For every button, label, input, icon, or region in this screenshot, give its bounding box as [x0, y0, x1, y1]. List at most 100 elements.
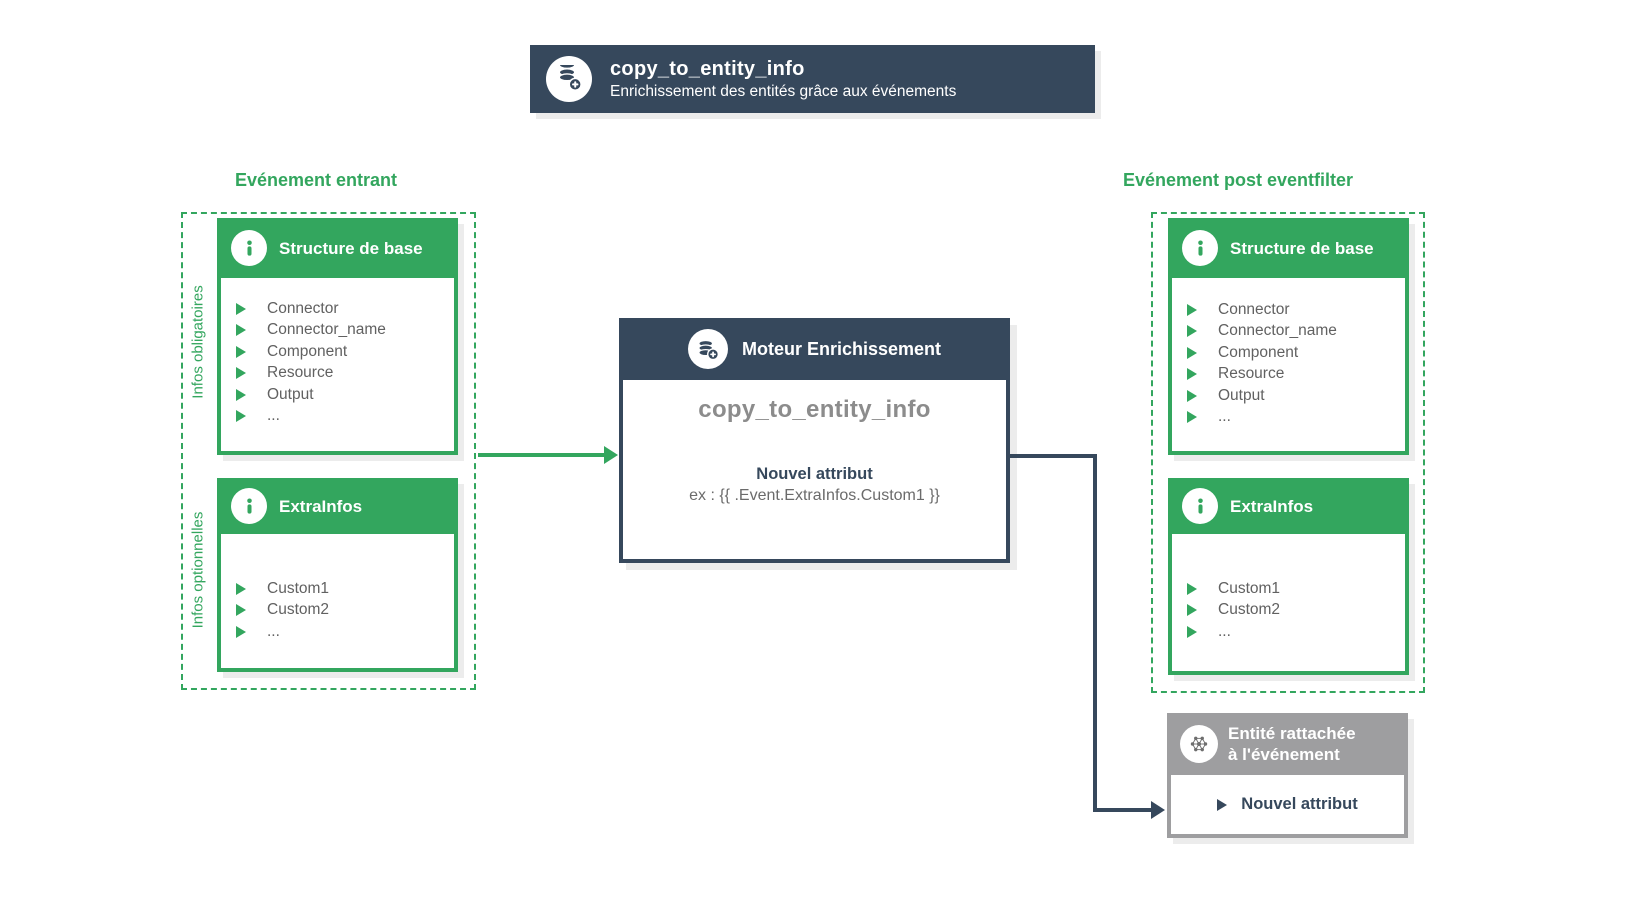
list-item-label: Connector — [267, 299, 339, 317]
arrow-engine-to-entity-seg1 — [1008, 454, 1097, 458]
list-item: Output — [1172, 385, 1405, 407]
info-icon — [231, 230, 267, 266]
side-label-optional: Infos optionnelles — [189, 511, 207, 629]
triangle-bullet-icon — [1187, 582, 1197, 595]
left-structure-card-title: Structure de base — [279, 238, 423, 258]
list-item: Connector_name — [1172, 321, 1405, 343]
left-structure-card-body: Connector Connector_name Component Resou… — [217, 278, 458, 455]
list-item: Resource — [1172, 364, 1405, 386]
right-extrainfos-card-body: Custom1 Custom2 ... — [1168, 534, 1409, 675]
list-item-label: Custom2 — [267, 601, 330, 619]
entity-box-title: Entité rattachée à l'événement — [1228, 723, 1356, 765]
right-extrainfos-card-title: ExtraInfos — [1230, 496, 1314, 516]
triangle-bullet-icon — [236, 582, 246, 595]
triangle-bullet-icon — [1187, 368, 1197, 381]
triangle-bullet-icon — [1187, 411, 1197, 424]
right-extrainfos-card-header: ExtraInfos — [1168, 478, 1409, 534]
list-item-label: Connector_name — [267, 321, 386, 339]
list-item-label: Output — [267, 385, 314, 403]
engine-card: Moteur Enrichissement copy_to_entity_inf… — [619, 318, 1010, 563]
right-panel-title: Evénement post eventfilter — [1122, 170, 1354, 190]
left-extrainfos-card-header: ExtraInfos — [217, 478, 458, 534]
graph-icon — [1180, 725, 1218, 763]
left-structure-card-header: Structure de base — [217, 218, 458, 278]
engine-attribute-label: Nouvel attribut — [756, 465, 873, 483]
entity-box-title-line1: Entité rattachée — [1228, 724, 1356, 743]
list-item: Connector — [1172, 299, 1405, 321]
left-structure-card: Structure de base Connector Connector_na… — [217, 218, 458, 455]
triangle-bullet-icon — [236, 302, 246, 315]
triangle-bullet-icon — [236, 345, 246, 358]
list-item: Component — [221, 341, 454, 363]
triangle-bullet-icon — [1217, 798, 1228, 811]
right-structure-card-header: Structure de base — [1168, 218, 1409, 278]
arrow-event-to-engine-line — [478, 453, 606, 457]
banner: copy_to_entity_info Enrichissement des e… — [530, 45, 1095, 113]
list-item-label: Component — [1218, 343, 1299, 361]
list-item-label: ... — [267, 622, 280, 640]
left-extrainfos-card: ExtraInfos Custom1 Custom2 ... — [217, 478, 458, 672]
list-item-label: ... — [267, 407, 280, 425]
engine-card-title: Moteur Enrichissement — [741, 338, 942, 359]
database-add-icon — [546, 56, 592, 102]
right-panel-dashed-container — [1151, 212, 1425, 693]
list-item: ... — [1172, 621, 1405, 643]
engine-attribute-example: ex : {{ .Event.ExtraInfos.Custom1 }} — [689, 487, 940, 504]
triangle-bullet-icon — [236, 410, 246, 423]
list-item: Custom2 — [1172, 600, 1405, 622]
entity-box-header: Entité rattachée à l'événement — [1167, 713, 1408, 775]
entity-box-body: Nouvel attribut — [1167, 775, 1408, 838]
right-structure-card: Structure de base Connector Connector_na… — [1168, 218, 1409, 455]
list-item: ... — [1172, 407, 1405, 429]
triangle-bullet-icon — [1187, 303, 1197, 316]
info-icon — [231, 488, 267, 524]
left-panel-dashed-container — [181, 212, 476, 690]
list-item-label: Output — [1218, 386, 1265, 404]
list-item-label: Custom1 — [1218, 579, 1281, 597]
triangle-bullet-icon — [1187, 389, 1197, 402]
engine-function-name: copy_to_entity_info — [698, 396, 931, 423]
engine-attribute-block: Nouvel attribut ex : {{ .Event.ExtraInfo… — [623, 464, 1006, 506]
list-item: Custom2 — [221, 600, 454, 622]
engine-card-header: Moteur Enrichissement — [619, 318, 1010, 380]
arrow-event-to-engine-head-icon — [604, 446, 618, 464]
database-add-icon — [687, 329, 728, 369]
entity-box-title-line2: à l'événement — [1228, 745, 1340, 764]
arrow-engine-to-entity-head-icon — [1151, 801, 1165, 819]
list-item-label: Resource — [1218, 365, 1285, 383]
list-item-label: ... — [1218, 622, 1231, 640]
banner-text: copy_to_entity_info Enrichissement des e… — [610, 57, 956, 102]
left-panel-title: Evénement entrant — [234, 170, 398, 190]
list-item: Connector_name — [221, 320, 454, 342]
triangle-bullet-icon — [236, 367, 246, 380]
list-item-label: Custom2 — [1218, 601, 1281, 619]
triangle-bullet-icon — [236, 388, 246, 401]
list-item: Output — [221, 384, 454, 406]
list-item-label: Resource — [267, 364, 334, 382]
entity-box: Entité rattachée à l'événement Nouvel at… — [1167, 713, 1408, 838]
list-item: Custom1 — [221, 578, 454, 600]
info-icon — [1182, 488, 1218, 524]
engine-card-body: copy_to_entity_info Nouvel attribut ex :… — [619, 380, 1010, 563]
list-item-label: ... — [1218, 408, 1231, 426]
arrow-engine-to-entity-seg2 — [1093, 454, 1097, 812]
entity-item-label: Nouvel attribut — [1241, 795, 1358, 813]
list-item: Component — [1172, 342, 1405, 364]
left-extrainfos-card-body: Custom1 Custom2 ... — [217, 534, 458, 672]
triangle-bullet-icon — [1187, 604, 1197, 617]
list-item: ... — [221, 406, 454, 428]
left-extrainfos-card-title: ExtraInfos — [279, 496, 363, 516]
list-item: ... — [221, 621, 454, 643]
list-item: Resource — [221, 363, 454, 385]
list-item: Custom1 — [1172, 578, 1405, 600]
triangle-bullet-icon — [1187, 346, 1197, 359]
right-structure-card-title: Structure de base — [1230, 238, 1374, 258]
side-label-mandatory: Infos obligatoires — [189, 285, 207, 399]
triangle-bullet-icon — [236, 324, 246, 337]
info-icon — [1182, 230, 1218, 266]
list-item: Connector — [221, 298, 454, 320]
list-item-label: Connector — [1218, 300, 1290, 318]
triangle-bullet-icon — [236, 625, 246, 638]
right-structure-card-body: Connector Connector_name Component Resou… — [1168, 278, 1409, 455]
